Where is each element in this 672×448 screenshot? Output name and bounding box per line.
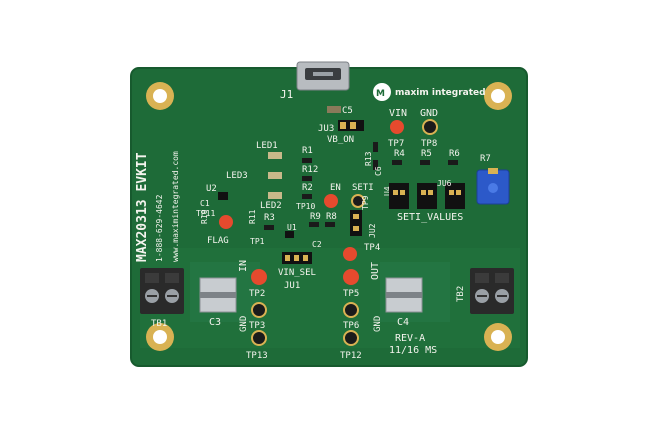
mounting-hole-tl [146,82,174,110]
jumper-ju2 [350,210,362,236]
testpoint-tp5 [343,269,359,285]
label-tp12: TP12 [340,351,362,361]
label-j1: J1 [280,88,293,101]
label-u4: U4 [383,186,392,196]
capacitor-c3 [199,277,237,313]
label-flag: FLAG [207,236,229,246]
testpoint-tp9 [351,194,365,208]
website: www.maximintegrated.com [171,151,180,262]
label-gnd-left: GND [239,316,249,332]
label-c3: C3 [209,317,221,328]
testpoint-tp3 [251,302,267,318]
label-tp6: TP6 [343,321,359,331]
label-seti-values: SETI_VALUES [397,212,463,223]
chip-u1 [285,231,294,238]
testpoint-tp7 [390,120,404,134]
testpoint-tp13 [251,330,267,346]
potentiometer-r7 [476,168,510,205]
testpoint-tp6 [343,302,359,318]
label-gnd-top: GND [420,108,438,119]
label-ju1: JU1 [284,281,300,291]
label-r2: R2 [302,183,313,193]
usb-connector-j1 [296,61,350,91]
resistor-group [264,142,458,230]
label-r8: R8 [326,212,337,222]
label-tp1: TP1 [250,237,265,246]
label-en: EN [330,183,341,193]
label-r3: R3 [264,213,275,223]
label-tp9: TP9 [361,195,370,210]
label-seti: SETI [352,183,374,193]
label-c4: C4 [397,317,409,328]
label-tp11: TP11 [196,209,215,218]
maxim-logo: M [373,83,391,101]
label-ju2: JU2 [368,223,377,238]
revision: REV-A [395,333,425,344]
label-led1: LED1 [256,141,278,151]
testpoint-tp4 [343,247,357,261]
part-name: MAX20313 EVKIT [135,152,150,262]
label-r7: R7 [480,154,491,164]
label-tp10: TP10 [296,202,315,211]
label-r1: R1 [302,146,313,156]
label-r4: R4 [394,149,405,159]
label-r5: R5 [421,149,432,159]
logo-text: maxim integrated [395,88,486,98]
label-tp13: TP13 [246,351,268,361]
mounting-hole-br [484,323,512,351]
label-u2: U2 [206,184,217,194]
testpoint-tp10 [324,194,338,208]
mounting-hole-bl [146,323,174,351]
label-out: OUT [370,262,381,280]
label-c5: C5 [342,106,353,116]
label-tb2: TB2 [456,286,466,302]
jumper-ju3 [338,120,364,131]
label-tb1: TB1 [151,319,167,329]
label-c6: C6 [374,166,383,176]
chip-u2 [218,192,228,200]
label-ju6: JU6 [437,179,452,188]
label-r9: R9 [310,212,321,222]
label-c1: C1 [200,199,210,208]
label-c2: C2 [312,240,322,249]
label-r13: R13 [364,151,373,166]
label-vb-on: VB_ON [327,135,354,145]
label-tp8: TP8 [421,139,437,149]
capacitor-c4 [385,277,423,313]
label-r6: R6 [449,149,460,159]
label-led3: LED3 [226,171,248,181]
jumper-ju1 [282,252,312,264]
terminal-block-tb2 [470,268,514,314]
label-r12: R12 [302,165,318,175]
label-r10: R10 [200,209,209,224]
svg-text:M: M [376,89,385,99]
label-led2: LED2 [260,201,282,211]
mounting-hole-tr [484,82,512,110]
testpoint-tp8 [422,119,438,135]
terminal-block-tb1 [140,268,184,314]
label-tp2: TP2 [249,289,265,299]
label-u1: U1 [287,223,297,232]
label-tp3: TP3 [249,321,265,331]
testpoint-tp2 [251,269,267,285]
label-tp7: TP7 [388,139,404,149]
cap-c5 [327,106,341,113]
revision-date: 11/16 MS [389,345,437,356]
label-r11: R11 [248,209,257,224]
label-tp5: TP5 [343,289,359,299]
label-gnd-right: GND [373,316,383,332]
led-group [268,152,282,199]
label-vin: VIN [389,108,407,119]
phone-number: 1-888-629-4642 [155,194,164,262]
jumper-seti-block [389,183,465,209]
label-ju3: JU3 [318,124,334,134]
label-tp4: TP4 [364,243,380,253]
label-in: IN [238,260,249,272]
label-vin-sel: VIN_SEL [278,268,316,278]
testpoint-tp11 [219,215,233,229]
testpoint-tp12 [343,330,359,346]
